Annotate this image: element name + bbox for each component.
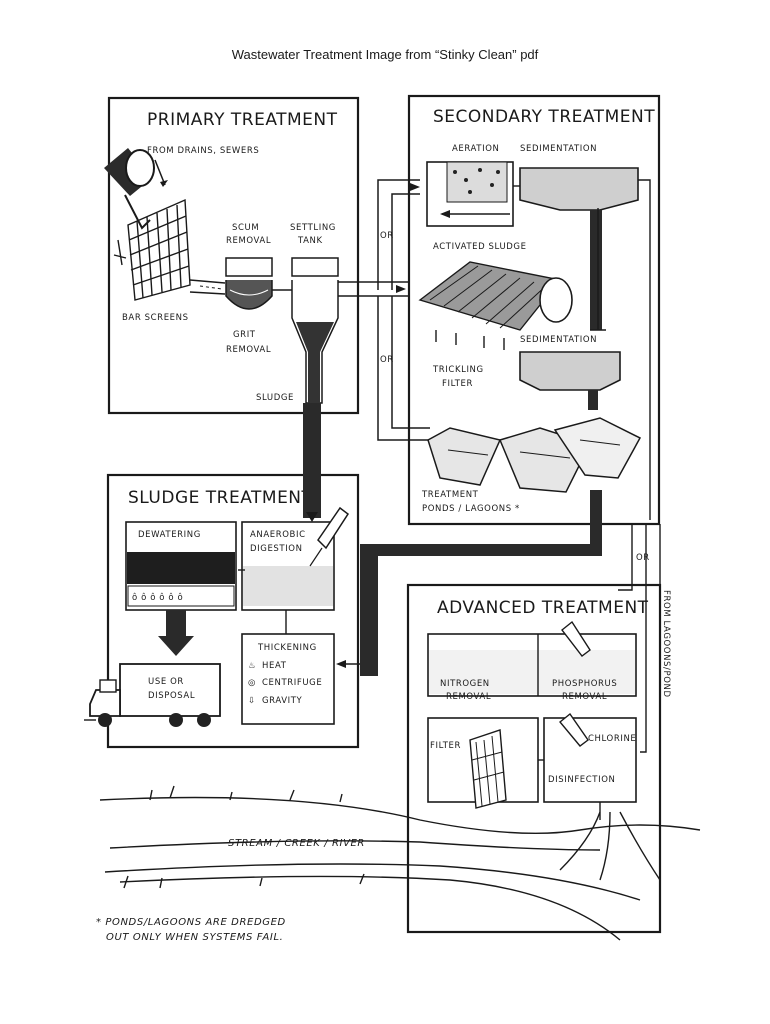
phosphorus-dosing-icon [561, 620, 591, 657]
dewatering-label: DEWATERING [138, 530, 201, 540]
advanced-heading: ADVANCED TREATMENT [437, 598, 649, 618]
anaerobic-label-1: ANAEROBIC [250, 530, 306, 540]
sedimentation-tank-mid-icon [519, 208, 621, 410]
footnote-line-1: * PONDS/LAGOONS ARE DREDGED [96, 917, 286, 928]
sludge-pipe [303, 403, 321, 518]
page-title: Wastewater Treatment Image from “Stinky … [231, 47, 539, 62]
bar-screens-icon [113, 198, 191, 301]
ponds-lagoons-icon [427, 417, 642, 493]
sludge-treatment-drawing: ô ô ô ô ô ô ♨ ◎ ⇩ DEWATERING ANAEROBIC D [84, 506, 350, 727]
filter-icon [469, 729, 507, 809]
sedimentation-mid-label: SEDIMENTATION [520, 335, 597, 345]
truck-icon [84, 663, 221, 727]
disinfection-label: DISINFECTION [548, 775, 615, 785]
centrifuge-icon: ◎ [248, 678, 256, 688]
return-sludge-pipe [360, 520, 602, 676]
from-drains-label: FROM DRAINS, SEWERS [147, 146, 259, 156]
advanced-treatment-drawing: NITROGEN REMOVAL PHOSPHORUS REMOVAL FILT… [427, 524, 671, 820]
trickling-label-2: FILTER [442, 379, 473, 389]
anaerobic-label-2: DIGESTION [250, 544, 303, 554]
aeration-label: AERATION [452, 144, 499, 154]
advanced-treatment-box [406, 583, 662, 934]
scum-label-1: SCUM [232, 223, 259, 233]
sludge-inlet-pipe-icon [309, 506, 350, 567]
grit-label-1: GRIT [233, 330, 256, 340]
scum-label-2: REMOVAL [226, 236, 271, 246]
from-lagoons-label: FROM LAGOONS/POND [661, 590, 671, 698]
sludge-treatment-box [106, 473, 360, 749]
ponds-label-2: PONDS / LAGOONS * [422, 504, 520, 514]
phosphorus-label-2: REMOVAL [562, 692, 607, 702]
trickling-label-1: TRICKLING [432, 365, 484, 375]
settling-tank-icon [291, 257, 339, 404]
use-or-disposal-label-2: DISPOSAL [148, 691, 195, 701]
sludge-heading: SLUDGE TREATMENT [128, 488, 313, 508]
stream-drawing [99, 785, 701, 941]
drip-icons: ô ô ô ô ô ô [132, 592, 183, 603]
secondary-treatment-drawing: AERATION SEDIMENTATION ACTIVATED SLUDGE … [377, 144, 651, 550]
secondary-heading: SECONDARY TREATMENT [433, 107, 655, 127]
settling-label-2: TANK [297, 236, 323, 246]
primary-treatment-drawing: FROM DRAINS, SEWERS SCUM REMOVAL SETTLIN… [104, 146, 410, 404]
primary-heading: PRIMARY TREATMENT [147, 110, 338, 130]
settling-label-1: SETTLING [290, 223, 336, 233]
or-label-2: OR [380, 355, 394, 365]
footnote-line-2: OUT ONLY WHEN SYSTEMS FAIL. [106, 932, 283, 943]
sewer-pipe-icon [104, 148, 155, 230]
aeration-tank-icon [426, 161, 514, 227]
filter-label: FILTER [430, 741, 461, 751]
chlorine-label: CHLORINE [588, 734, 636, 744]
phosphorus-label-1: PHOSPHORUS [552, 679, 617, 689]
centrifuge-label: CENTRIFUGE [262, 678, 322, 688]
thickening-label: THICKENING [257, 643, 317, 653]
heat-label: HEAT [262, 661, 287, 671]
nitrogen-label-2: REMOVAL [446, 692, 491, 702]
primary-treatment-box [107, 96, 360, 415]
or-label-3: OR [636, 553, 650, 563]
use-or-disposal-label-1: USE OR [148, 677, 184, 687]
trickling-filter-icon [418, 261, 573, 350]
nitrogen-label-1: NITROGEN [440, 679, 490, 689]
or-label-1: OR [380, 231, 394, 241]
grit-chamber-icon [225, 257, 273, 310]
ponds-label-1: TREATMENT [421, 490, 479, 500]
chlorine-dosing-icon [559, 712, 589, 747]
grit-label-2: REMOVAL [226, 345, 271, 355]
activated-sludge-label: ACTIVATED SLUDGE [433, 242, 527, 252]
sedimentation-tank-top-icon [513, 167, 651, 520]
stream-label: STREAM / CREEK / RIVER [228, 838, 365, 849]
gravity-label: GRAVITY [262, 696, 303, 706]
heat-icon: ♨ [248, 661, 256, 671]
secondary-treatment-box [407, 94, 661, 526]
bar-screens-label: BAR SCREENS [122, 313, 189, 323]
gravity-icon: ⇩ [248, 696, 256, 706]
sedimentation-top-label: SEDIMENTATION [520, 144, 597, 154]
sludge-label: SLUDGE [256, 393, 294, 403]
